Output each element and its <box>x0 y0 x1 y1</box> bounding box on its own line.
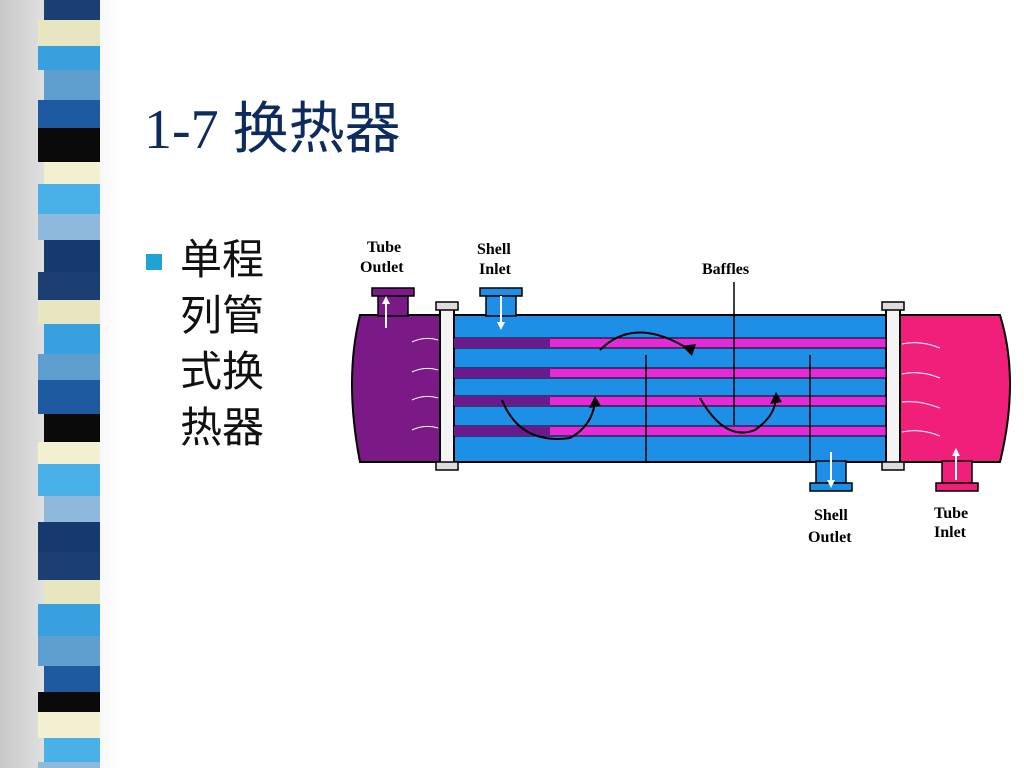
label-tube-outlet-line1: Tube <box>367 239 401 256</box>
label-baffles: Baffles <box>702 261 749 278</box>
side-strip-block <box>38 128 100 162</box>
bullet-marker <box>146 254 162 270</box>
decorative-side-strip <box>38 0 100 768</box>
side-strip-block <box>38 712 100 738</box>
label-tube-outlet-line2: Outlet <box>360 259 404 276</box>
side-strip-block <box>38 636 100 666</box>
side-strip-block <box>38 522 100 552</box>
side-strip-block <box>44 738 100 762</box>
shell-flow-arrows <box>501 331 777 440</box>
shell-flow-arrowheads <box>589 344 782 408</box>
side-strip-block <box>38 380 100 414</box>
tube-inlet-nozzle <box>935 448 979 492</box>
side-strip-block <box>44 666 100 692</box>
label-shell-outlet-line2: Outlet <box>808 529 852 546</box>
side-strip-block <box>38 184 100 214</box>
side-strip-block <box>38 464 100 496</box>
side-strip-block <box>44 70 100 100</box>
side-strip-block <box>38 20 100 46</box>
flange-bolts <box>435 301 905 471</box>
side-strip-block <box>38 762 100 768</box>
shell-outlet-nozzle <box>809 452 853 492</box>
side-strip-block <box>44 414 100 442</box>
side-strip-block <box>44 0 100 20</box>
tube-outlet-nozzle <box>371 287 415 328</box>
label-tube-inlet-line2: Inlet <box>934 524 967 541</box>
shell-inlet-nozzle <box>479 287 523 330</box>
left-head <box>351 314 441 463</box>
side-strip-blocks <box>38 0 100 768</box>
heat-exchanger-diagram: Tube Outlet Shell Inlet Baffles Shell Ou… <box>351 239 1011 546</box>
side-strip-block <box>44 324 100 354</box>
side-strip-block <box>38 552 100 580</box>
tube-flow-arrows-left <box>411 337 439 431</box>
side-strip-block <box>38 442 100 464</box>
left-tube-sheet <box>439 307 455 469</box>
label-shell-inlet-line2: Inlet <box>479 261 512 278</box>
label-shell-inlet-line1: Shell <box>477 241 511 258</box>
side-strip-block <box>38 354 100 380</box>
side-strip-block <box>38 214 100 240</box>
tubes <box>453 337 887 437</box>
side-strip-block <box>38 46 100 70</box>
side-strip-block <box>44 580 100 604</box>
page-title: 1-7 换热器 <box>144 99 401 161</box>
side-strip-block <box>38 300 100 324</box>
label-shell-outlet-line1: Shell <box>814 507 848 524</box>
shell-body <box>453 314 887 463</box>
side-strip-block <box>38 692 100 712</box>
side-strip-block <box>44 162 100 184</box>
bullet-text: 单程列管式换热器 <box>180 235 265 452</box>
side-strip-block <box>38 604 100 636</box>
label-tube-inlet-line1: Tube <box>934 505 968 522</box>
right-head <box>899 314 1011 463</box>
tube-flow-arrows-right <box>901 342 941 437</box>
side-strip-block <box>44 240 100 272</box>
side-strip-block <box>38 100 100 128</box>
baffles-lines <box>645 315 811 462</box>
side-strip-block <box>44 496 100 522</box>
right-tube-sheet <box>885 307 901 469</box>
side-strip-block <box>38 272 100 300</box>
